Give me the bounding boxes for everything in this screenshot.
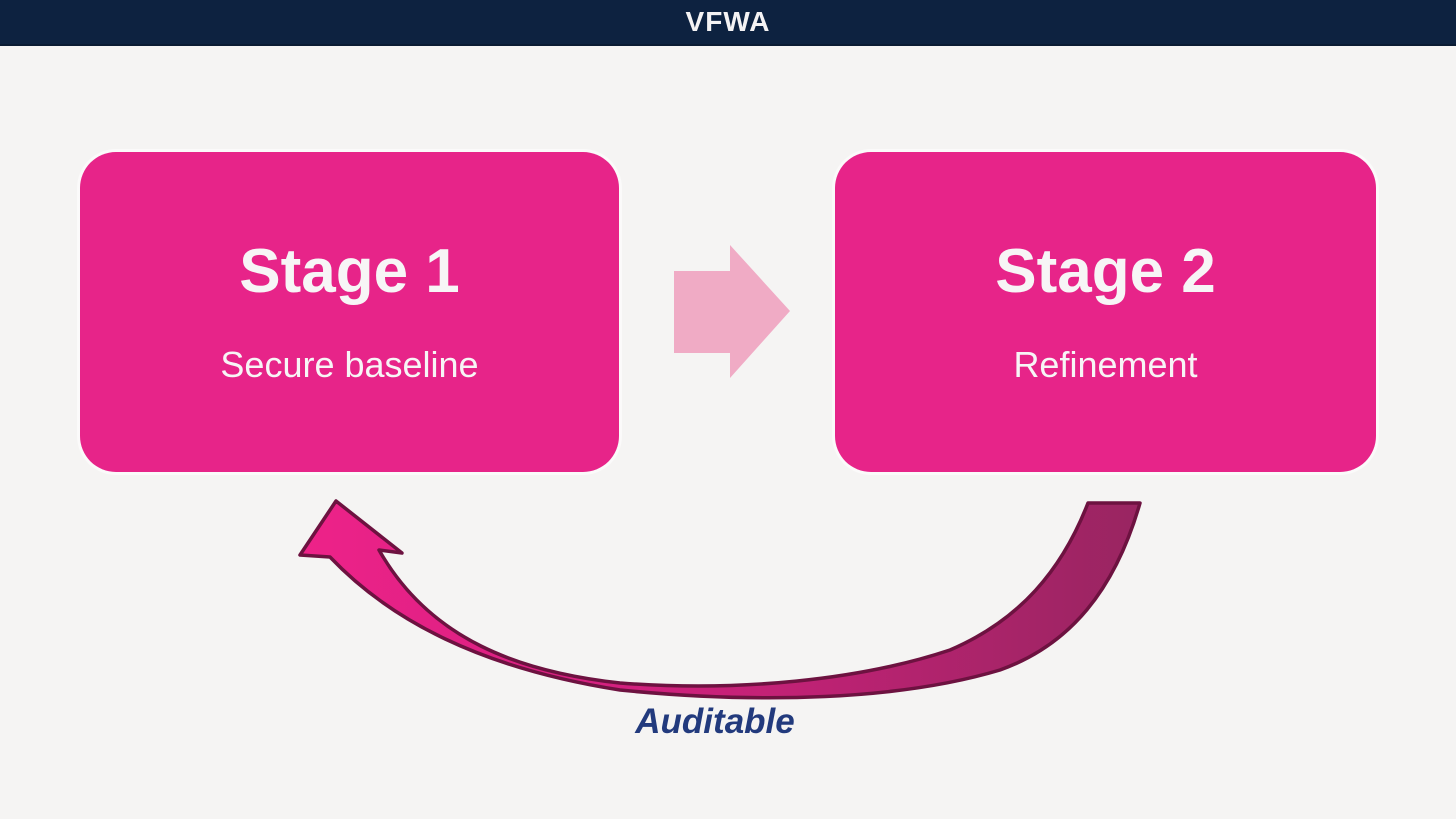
stage-2-subtitle: Refinement <box>1013 344 1198 385</box>
curved-feedback-arrow-icon <box>298 499 1142 700</box>
stage-1-title: Stage 1 <box>239 237 460 306</box>
feedback-arrow-label: Auditable <box>635 702 795 741</box>
forward-arrow-icon <box>674 245 790 378</box>
page-title: VFWA <box>685 6 771 37</box>
stage-1-box: Stage 1 Secure baseline <box>80 152 619 472</box>
title-bar: VFWA <box>0 0 1456 46</box>
stage-2-box: Stage 2 Refinement <box>835 152 1376 472</box>
stage-2-title: Stage 2 <box>995 237 1216 306</box>
stage-1-subtitle: Secure baseline <box>220 344 479 385</box>
